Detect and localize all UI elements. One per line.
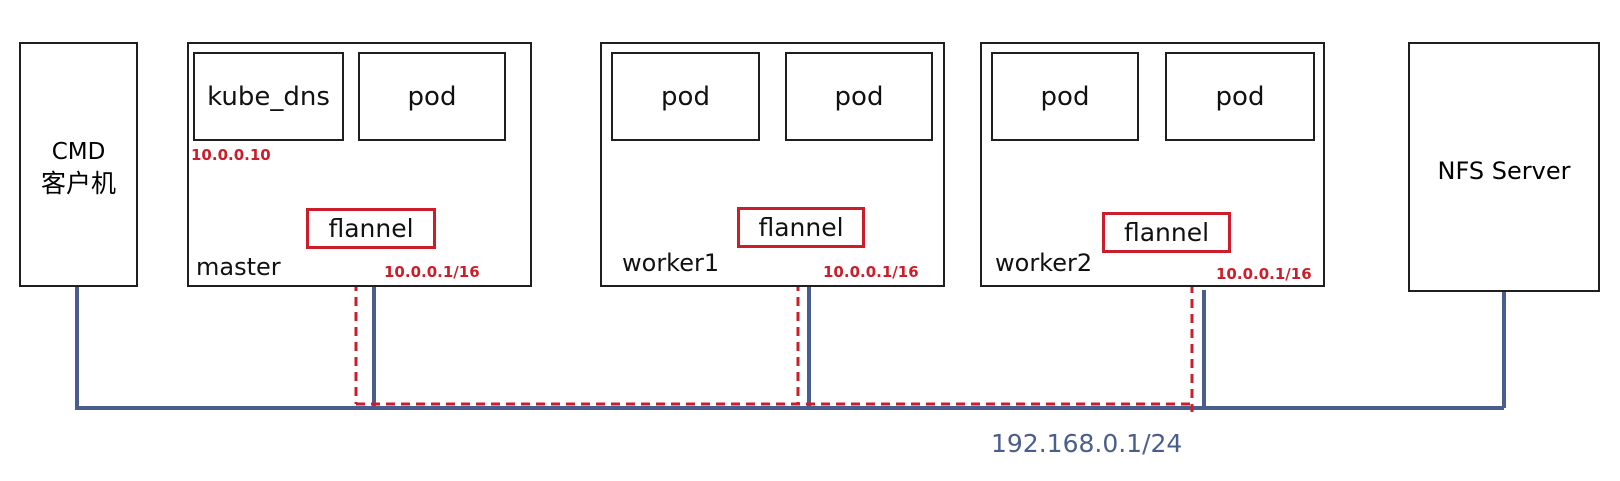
physical-network-subnet: 192.168.0.1/24 xyxy=(991,429,1183,458)
worker1-pod-1: pod xyxy=(611,52,760,141)
physical-network xyxy=(75,280,1506,410)
master-flannel: flannel xyxy=(306,208,436,249)
worker2-pod-2: pod xyxy=(1165,52,1315,141)
worker1-pod-2: pod xyxy=(785,52,933,141)
worker2-pod-1: pod xyxy=(991,52,1139,141)
overlay-network xyxy=(354,252,1194,412)
master-subnet: 10.0.0.1/16 xyxy=(384,263,480,281)
master-pod-kube-dns: kube_dns xyxy=(193,52,344,141)
worker2-flannel: flannel xyxy=(1102,212,1231,253)
worker2-label: worker2 xyxy=(995,249,1093,277)
client-box: CMD 客户机 xyxy=(19,42,138,287)
master-pod: pod xyxy=(358,52,506,141)
nfs-server-box: NFS Server xyxy=(1408,42,1600,292)
client-label-line1: CMD xyxy=(51,139,106,165)
worker2-subnet: 10.0.0.1/16 xyxy=(1216,265,1312,283)
worker1-label: worker1 xyxy=(622,249,720,277)
master-label: master xyxy=(196,253,281,281)
client-label-line2: 客户机 xyxy=(40,169,116,198)
worker1-subnet: 10.0.0.1/16 xyxy=(823,263,919,281)
nfs-server-label: NFS Server xyxy=(1437,157,1571,185)
master-pod-ip: 10.0.0.10 xyxy=(191,146,271,164)
worker1-flannel: flannel xyxy=(737,207,865,248)
